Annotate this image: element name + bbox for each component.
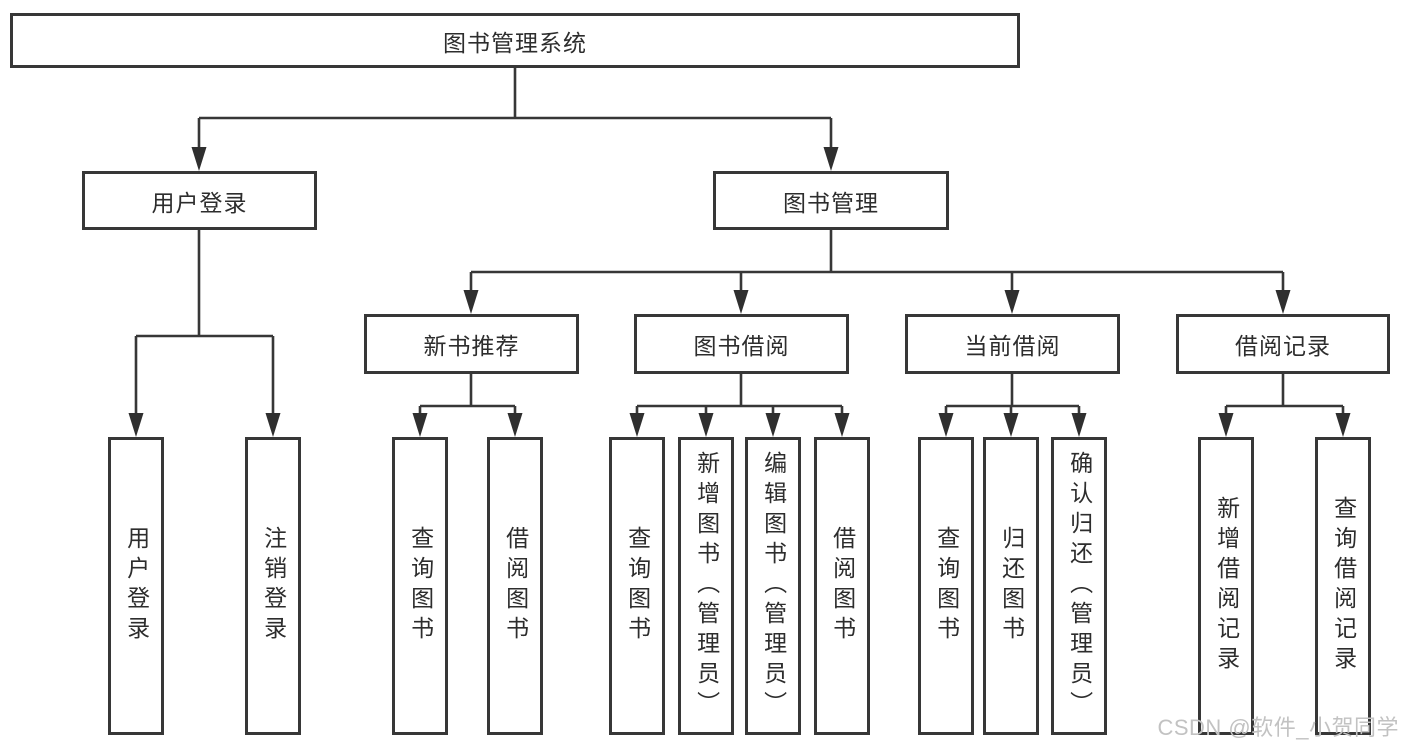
leaf-confirm-return-admin: 确认归还（管理员） [1051, 437, 1107, 735]
leaf-confirm-return-admin-label: 确认归还（管理员） [1066, 451, 1093, 721]
node-library-system-label: 图书管理系统 [443, 29, 587, 56]
node-book-management-label: 图书管理 [783, 189, 879, 216]
leaf-add-borrow-record: 新增借阅记录 [1198, 437, 1254, 735]
leaf-query-borrow-record: 查询借阅记录 [1315, 437, 1371, 735]
node-current-borrow-label: 当前借阅 [964, 333, 1061, 359]
leaf-return-books-label: 归还图书 [998, 526, 1025, 646]
node-current-borrow: 当前借阅 [905, 314, 1120, 374]
leaf-query-books-1: 查询图书 [392, 437, 448, 735]
leaf-edit-books-admin: 编辑图书（管理员） [745, 437, 801, 735]
leaf-borrow-books-1-label: 借阅图书 [502, 526, 529, 646]
leaf-return-books: 归还图书 [983, 437, 1039, 735]
leaf-add-books-admin-label: 新增图书（管理员） [693, 451, 720, 721]
node-book-management: 图书管理 [713, 171, 949, 230]
node-user-login: 用户登录 [82, 171, 317, 230]
watermark: CSDN @软件_小贺同学 [1157, 715, 1399, 740]
leaf-edit-books-admin-label: 编辑图书（管理员） [760, 451, 787, 721]
node-book-borrow: 图书借阅 [634, 314, 849, 374]
leaf-add-books-admin: 新增图书（管理员） [678, 437, 734, 735]
leaf-logout-label: 注销登录 [260, 526, 287, 646]
arrowhead-icons [128, 147, 1351, 437]
leaf-query-books-1-label: 查询图书 [407, 526, 434, 646]
leaf-logout: 注销登录 [245, 437, 301, 735]
node-user-login-label: 用户登录 [151, 189, 248, 216]
leaf-borrow-books-1: 借阅图书 [487, 437, 543, 735]
node-library-system: 图书管理系统 [10, 13, 1020, 68]
node-new-book-recommend: 新书推荐 [364, 314, 579, 374]
leaf-query-books-3-label: 查询图书 [933, 526, 960, 646]
leaf-query-borrow-record-label: 查询借阅记录 [1330, 496, 1357, 676]
leaf-user-login: 用户登录 [108, 437, 164, 735]
node-borrow-records-label: 借阅记录 [1235, 333, 1331, 359]
node-borrow-records: 借阅记录 [1176, 314, 1390, 374]
leaf-borrow-books-2: 借阅图书 [814, 437, 870, 735]
leaf-query-books-2-label: 查询图书 [624, 526, 651, 646]
node-new-book-recommend-label: 新书推荐 [423, 333, 520, 359]
node-book-borrow-label: 图书借阅 [693, 333, 790, 359]
leaf-query-books-3: 查询图书 [918, 437, 974, 735]
leaf-user-login-label: 用户登录 [123, 526, 150, 646]
leaf-add-borrow-record-label: 新增借阅记录 [1213, 496, 1240, 676]
leaf-query-books-2: 查询图书 [609, 437, 665, 735]
leaf-borrow-books-2-label: 借阅图书 [829, 526, 856, 646]
